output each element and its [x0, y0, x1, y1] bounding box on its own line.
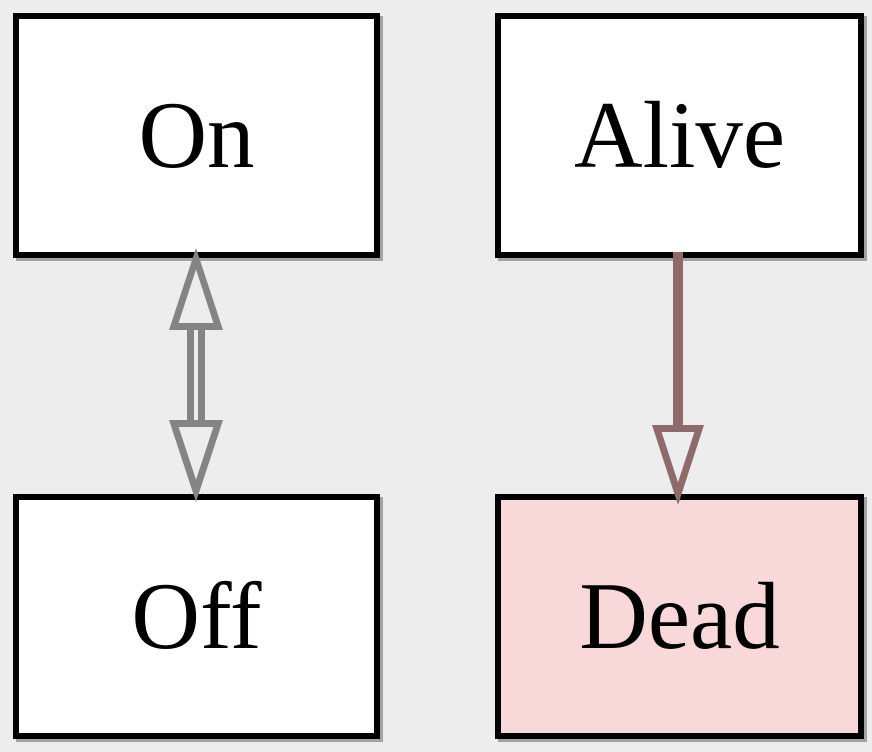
edge-alive-dead-arrowhead-down-hollow [661, 432, 695, 483]
node-off-label: Off [131, 563, 262, 669]
node-on: On [13, 13, 380, 258]
edge-alive-dead-down-arrow [652, 252, 704, 505]
node-dead-label: Dead [579, 563, 780, 669]
node-alive: Alive [495, 13, 864, 258]
edge-on-off-arrowhead-up-icon [169, 248, 223, 330]
edge-alive-dead-arrowhead-down-icon [652, 425, 704, 505]
node-off: Off [13, 494, 380, 739]
node-alive-label: Alive [573, 82, 786, 188]
node-dead: Dead [495, 494, 864, 739]
node-on-label: On [138, 82, 255, 188]
edge-on-off-arrowhead-up-hollow [178, 269, 214, 323]
edge-on-off-arrowhead-down-hollow [178, 427, 214, 480]
edge-on-off-bidirectional-arrow [169, 248, 223, 502]
edge-on-off-arrowhead-down-icon [169, 420, 223, 502]
